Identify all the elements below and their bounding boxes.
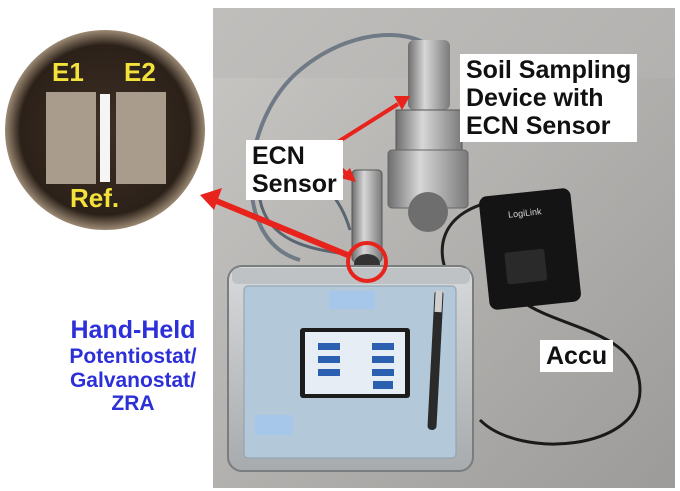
electrode-e2-pad bbox=[116, 92, 166, 184]
sensor-cable-loop bbox=[249, 33, 442, 262]
soil-device-nut bbox=[395, 109, 463, 151]
arrow-probe-to-disc-head bbox=[200, 188, 222, 210]
label-instrument: Potentiostat/ Galvanostat/ ZRA bbox=[44, 345, 222, 416]
screen-field-3 bbox=[318, 369, 340, 376]
label-ecn-line-2: Sensor bbox=[252, 170, 337, 198]
probe-highlight-circle bbox=[346, 241, 388, 283]
screen-field-1 bbox=[318, 343, 340, 350]
accu-battery-window bbox=[504, 248, 548, 285]
label-ecn-sensor: ECN Sensor bbox=[246, 140, 343, 200]
screen-field-2 bbox=[318, 356, 340, 363]
label-soil-sampling-device: Soil Sampling Device with ECN Sensor bbox=[460, 54, 638, 142]
accu-cable bbox=[478, 298, 642, 446]
electrode-ref-strip bbox=[100, 94, 110, 182]
instrument-top-rail bbox=[232, 268, 470, 284]
screen-field-5 bbox=[372, 356, 394, 363]
arrow-ecn-to-probe-head bbox=[340, 168, 356, 182]
label-instrument-line-1: Potentiostat/ bbox=[69, 345, 197, 368]
electrode-e1-pad bbox=[46, 92, 96, 184]
arrow-ecn-to-soil-head bbox=[394, 96, 410, 110]
screen-field-6 bbox=[372, 369, 394, 376]
label-e1: E1 bbox=[52, 57, 84, 87]
label-soil-line-1: Soil Sampling bbox=[466, 56, 632, 84]
instrument-sticker-1 bbox=[329, 291, 375, 309]
arrow-probe-to-disc bbox=[212, 197, 352, 259]
label-e2: E2 bbox=[124, 57, 156, 87]
instrument-sticker-2 bbox=[255, 415, 293, 435]
label-ref: Ref. bbox=[70, 183, 120, 213]
label-soil-line-3: ECN Sensor bbox=[466, 112, 611, 140]
label-accu: Accu bbox=[540, 340, 614, 372]
screen-button-start bbox=[373, 381, 393, 389]
soil-device-bottom bbox=[408, 192, 448, 232]
soil-device-top bbox=[408, 40, 450, 110]
label-ecn-line-1: ECN bbox=[252, 142, 305, 170]
label-hand-held: Hand-Held bbox=[70, 316, 196, 344]
label-instrument-line-2: Galvanostat/ bbox=[69, 368, 197, 392]
label-soil-line-2: Device with bbox=[466, 84, 604, 112]
label-instrument-line-3: ZRA bbox=[111, 392, 155, 416]
stylus-pen bbox=[427, 290, 444, 430]
screen-field-4 bbox=[372, 343, 394, 350]
accu-battery bbox=[479, 188, 581, 310]
stylus-pen-clip bbox=[434, 289, 443, 313]
